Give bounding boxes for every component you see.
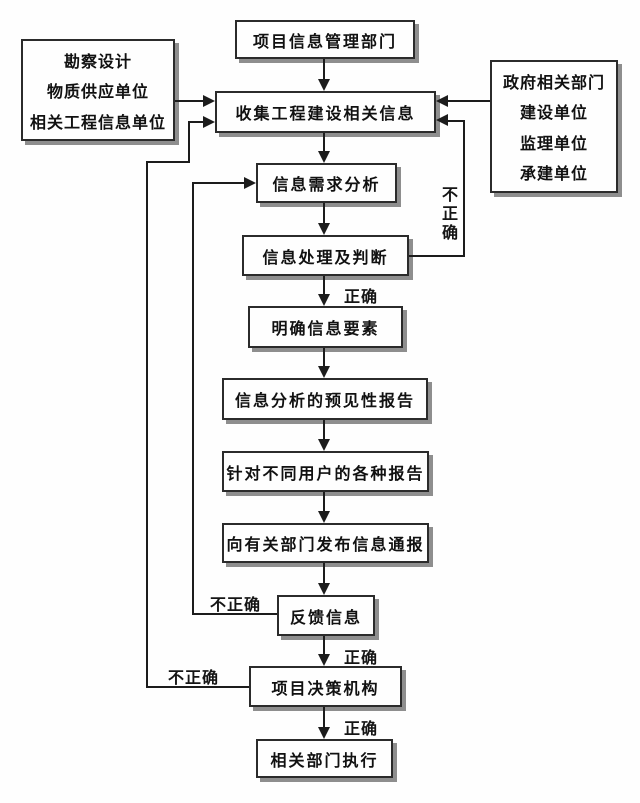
arrowhead-into-decision	[318, 654, 330, 666]
line-judge-loop-out	[409, 255, 465, 257]
edge-label-incorrect-decision-loop: 不正确	[168, 670, 220, 687]
arrowhead-feedbackloop-into-analysis	[244, 177, 256, 189]
arrowhead-decisionloop-into-collect	[203, 116, 215, 128]
edge-label-correct-after-feedback: 正确	[344, 650, 379, 667]
right-source-line: 承建单位	[519, 166, 588, 184]
left-source-line: 勘察设计	[63, 53, 132, 71]
node-decision-body: 项目决策机构	[249, 666, 402, 707]
line-decision-loop-rise	[188, 121, 190, 163]
node-publish-notice: 向有关部门发布信息通报	[222, 523, 429, 563]
box-right-sources: 政府相关部门 建设单位 监理单位 承建单位	[490, 60, 618, 193]
line-leftsources-to-collect	[175, 100, 204, 102]
line-decision-loop-in	[188, 121, 204, 123]
arrowhead-into-userreports	[318, 439, 330, 451]
edge-label-incorrect-right-loop: 不正确	[439, 186, 456, 243]
arrowhead-rightsources-into-collect	[436, 95, 448, 107]
line-feedback-loop-in	[192, 182, 245, 184]
line-rightsources-to-collect	[447, 100, 490, 102]
line-judge-loop-in	[447, 120, 464, 122]
arrowhead-judgeloop-into-collect	[436, 114, 448, 126]
edge-label-correct-after-judge: 正确	[344, 289, 379, 306]
line-decision-loop-out	[146, 686, 249, 688]
arrowhead-into-collect-top	[318, 79, 330, 91]
arrowhead-into-predictive	[318, 366, 330, 378]
node-collect-info: 收集工程建设相关信息	[215, 91, 436, 133]
arrowhead-into-clarify	[318, 294, 330, 306]
line-publish-to-feedback	[323, 563, 325, 585]
arrowhead-into-feedback	[318, 583, 330, 595]
line-feedback-loop-up	[192, 182, 194, 615]
edge-label-correct-after-decision: 正确	[344, 721, 379, 738]
right-source-line: 监理单位	[519, 135, 588, 153]
node-predictive-report: 信息分析的预见性报告	[222, 378, 428, 420]
line-clarify-to-predictive	[323, 348, 325, 368]
arrowhead-into-analysis	[318, 151, 330, 163]
line-feedback-to-decision	[323, 636, 325, 656]
left-source-line: 相关工程信息单位	[29, 114, 166, 132]
line-judge-to-clarify	[323, 276, 325, 296]
node-user-reports: 针对不同用户的各种报告	[222, 451, 429, 492]
line-collect-to-analysis	[323, 133, 325, 153]
node-demand-analysis: 信息需求分析	[256, 163, 397, 203]
right-source-line: 建设单位	[519, 105, 588, 123]
line-dept-to-collect	[323, 59, 325, 81]
box-left-sources: 勘察设计 物质供应单位 相关工程信息单位	[21, 39, 175, 141]
line-judge-loop-up	[463, 120, 465, 257]
arrowhead-into-publish	[318, 511, 330, 523]
line-feedback-loop-out	[192, 613, 277, 615]
line-decision-loop-up	[146, 161, 148, 688]
node-process-judge: 信息处理及判断	[242, 235, 409, 276]
arrowhead-leftsources-into-collect	[203, 95, 215, 107]
node-execute: 相关部门执行	[256, 739, 393, 778]
arrowhead-into-judge	[318, 223, 330, 235]
line-analysis-to-judge	[323, 203, 325, 225]
right-source-line: 政府相关部门	[502, 74, 605, 92]
node-clarify-elements: 明确信息要素	[248, 306, 403, 348]
arrowhead-into-execute	[318, 727, 330, 739]
node-feedback: 反馈信息	[277, 595, 375, 636]
line-decision-loop-step	[146, 161, 190, 163]
node-project-info-dept: 项目信息管理部门	[235, 20, 415, 59]
line-predictive-to-userreports	[323, 420, 325, 441]
line-userreports-to-publish	[323, 492, 325, 513]
left-source-line: 物质供应单位	[46, 84, 149, 101]
edge-label-incorrect-feedback-loop: 不正确	[210, 597, 262, 614]
line-decision-to-execute	[323, 707, 325, 729]
